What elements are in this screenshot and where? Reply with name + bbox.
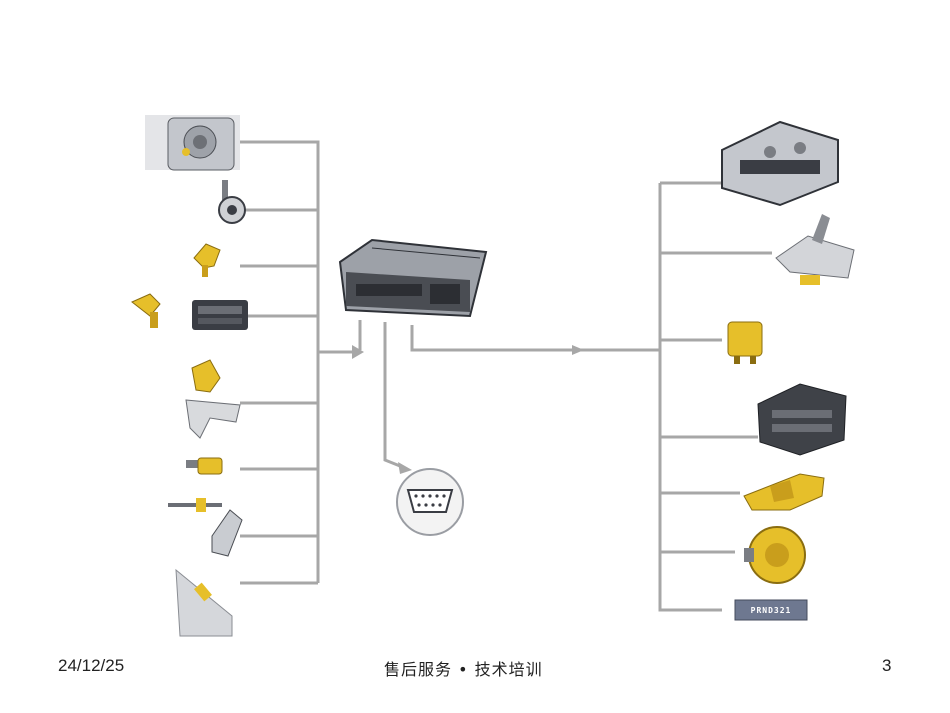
transmission-housing-sensor xyxy=(145,115,240,171)
gear-indicator-text: PRND321 xyxy=(751,606,792,615)
control-unit xyxy=(338,238,488,318)
footer-date: 24/12/25 xyxy=(58,656,125,675)
yellow-switch-small xyxy=(186,457,223,475)
arrow-to-diagnostic xyxy=(398,462,412,474)
speed-sensor-wheel xyxy=(218,180,246,224)
black-connector-right xyxy=(757,383,847,456)
yellow-sensor-2 xyxy=(131,293,161,328)
arrow-to-right xyxy=(572,345,584,355)
gear-position-sensor xyxy=(185,359,241,439)
black-connector-module xyxy=(192,300,248,330)
temperature-probe xyxy=(168,498,243,557)
connection-lines xyxy=(240,140,772,612)
yellow-shift-knob xyxy=(743,473,825,511)
gear-indicator-display: PRND321 xyxy=(734,599,808,621)
brake-switch-bracket xyxy=(175,568,233,637)
arrowheads xyxy=(352,345,584,474)
yellow-pump-motor xyxy=(744,526,806,584)
footer-title: 售后服务 • 技术培训 xyxy=(384,660,543,679)
page-number: 3 xyxy=(882,656,892,675)
diagnostic-connector xyxy=(396,468,464,536)
yellow-relay xyxy=(727,321,763,364)
arrow-to-ecu xyxy=(352,345,364,359)
gear-selector-lever xyxy=(775,214,855,285)
yellow-sensor-1 xyxy=(193,243,221,277)
valve-body xyxy=(721,120,839,207)
